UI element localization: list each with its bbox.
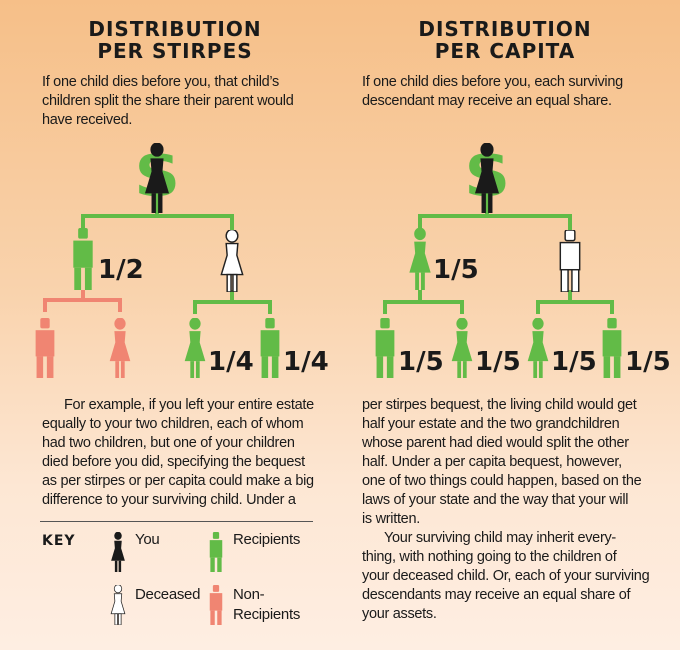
key-recipients-label: Recipients (233, 531, 301, 548)
recipient-grandchild-icon (375, 318, 395, 378)
per-capita-description: If one child dies before you, each survi… (362, 73, 623, 111)
recipient-grandchild-icon (527, 318, 549, 378)
text-line: is written. (362, 511, 420, 527)
text-line: had two children, but one of your childr… (42, 435, 295, 451)
non-recipient-grandchild-icon (35, 318, 55, 378)
recipient-grandchild-icon (451, 318, 473, 378)
deceased-female-white-icon (110, 585, 126, 625)
fraction-grandchild: 1/4 (283, 347, 329, 377)
non-recipient-male-salmon-icon (209, 585, 223, 625)
text-line: died before you did, specifying the bequ… (42, 454, 305, 470)
you-female-black-icon (111, 532, 125, 572)
tree-connector (383, 290, 464, 314)
example-text-right: per stirpes bequest, the living child wo… (362, 396, 650, 624)
tree-connector (418, 200, 572, 232)
family-trees: $ 1/2 1/4 1/4 1/5 1/5 1/5 1/5 1/5 (35, 140, 671, 378)
text-line: have received. (42, 112, 133, 128)
text-line: descendant may receive an equal share. (362, 93, 612, 109)
per-stirpes-description: If one child dies before you, that child… (42, 73, 294, 130)
tree-connector (81, 200, 234, 232)
title-line: DISTRIBUTION (88, 17, 262, 41)
tree-connector (536, 290, 614, 314)
recipient-child-icon (73, 228, 93, 290)
text-line: Recipients (233, 606, 301, 623)
text-line: half. Under a per capita bequest, howeve… (362, 454, 622, 470)
fraction-grandchild: 1/5 (398, 347, 444, 377)
recipient-grandchild-icon (184, 318, 206, 378)
text-line: per stirpes bequest, the living child wo… (362, 397, 637, 413)
fraction-child-left: 1/2 (98, 255, 144, 285)
fraction-grandchild: 1/5 (625, 347, 671, 377)
tree-connector (193, 290, 272, 314)
text-line: children split the share their parent wo… (42, 93, 294, 109)
title-line: PER CAPITA (434, 39, 576, 63)
fraction-child-right: 1/5 (433, 255, 479, 285)
deceased-child-icon (220, 230, 244, 292)
text-line: whose parent had died would split the ot… (362, 435, 629, 451)
text-line: Your surviving child may inherit every- (384, 530, 616, 546)
title-per-stirpes: DISTRIBUTION PER STIRPES (35, 18, 315, 62)
fraction-grandchild: 1/4 (208, 347, 254, 377)
title-line: DISTRIBUTION (418, 17, 592, 41)
text-line: For example, if you left your entire est… (64, 397, 314, 413)
recipient-child-icon (409, 228, 431, 290)
example-text-left: For example, if you left your entire est… (42, 396, 314, 510)
non-recipient-grandchild-icon (109, 318, 131, 378)
text-line: half your estate and the two grandchildr… (362, 416, 620, 432)
text-line: descendants may receive an equal share o… (362, 587, 631, 603)
fraction-grandchild: 1/5 (475, 347, 521, 377)
text-line: difference to your surviving child. Unde… (42, 492, 296, 508)
title-line: PER STIRPES (97, 39, 253, 63)
key-heading: KEY (42, 533, 76, 549)
key-deceased-label: Deceased (135, 586, 201, 603)
recipient-grandchild-icon (602, 318, 622, 378)
text-line: If one child dies before you, that child… (42, 74, 280, 90)
key-you-label: You (135, 531, 160, 548)
key-divider (40, 521, 313, 522)
fraction-labels: 1/2 1/4 1/4 1/5 1/5 1/5 1/5 1/5 (98, 255, 671, 377)
title-per-capita: DISTRIBUTION PER CAPITA (365, 18, 645, 62)
text-line: your deceased child. Or, each of your su… (362, 568, 650, 584)
text-line: your assets. (362, 606, 437, 622)
fraction-grandchild: 1/5 (551, 347, 597, 377)
text-line: thing, with nothing going to the childre… (362, 549, 617, 565)
recipient-grandchild-icon (260, 318, 280, 378)
tree-connector (43, 290, 122, 312)
text-line: one of two things could happen, based on… (362, 473, 642, 489)
text-line: laws of your state and the way that your… (362, 492, 629, 508)
text-line: If one child dies before you, each survi… (362, 74, 623, 90)
deceased-child-icon (559, 230, 581, 292)
text-line: Non- (233, 586, 265, 603)
recipient-male-green-icon (209, 532, 223, 572)
text-line: equally to your two children, each of wh… (42, 416, 304, 432)
text-line: as per stirpes or per capita could make … (42, 473, 314, 489)
key-non-recipients-label: Non- Recipients (233, 585, 300, 625)
